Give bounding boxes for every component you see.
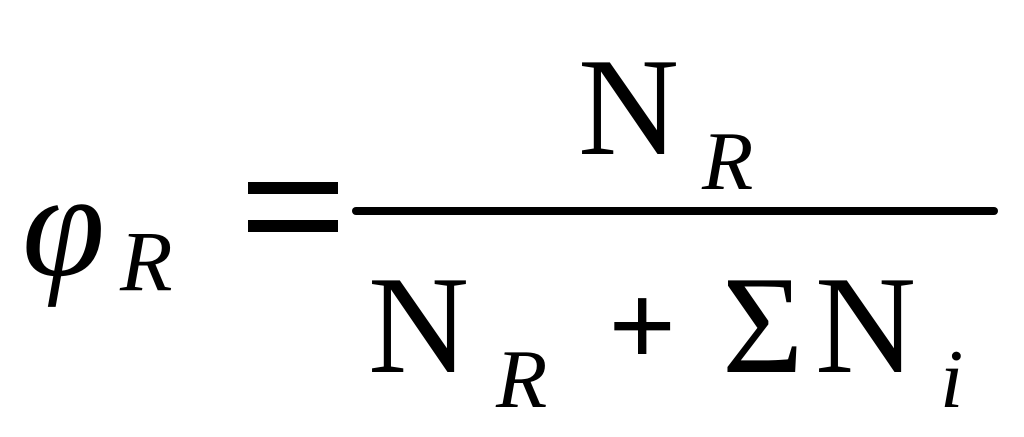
denominator-term1-base: N [368, 248, 470, 403]
equals-sign-top-bar [248, 182, 338, 194]
numerator-base: N [578, 30, 680, 185]
fraction-line [352, 207, 998, 215]
numerator-subscript: R [702, 115, 754, 208]
phi-symbol: φ [22, 142, 105, 308]
plus-operator: + [608, 259, 677, 392]
sum-symbol: Σ [722, 248, 804, 403]
denominator-term1-subscript: R [496, 333, 548, 426]
phi-subscript: R [120, 213, 173, 309]
denominator-term2-base: N [815, 248, 917, 403]
denominator-term2-subscript: i [940, 333, 964, 426]
equals-sign-bottom-bar [248, 220, 338, 232]
